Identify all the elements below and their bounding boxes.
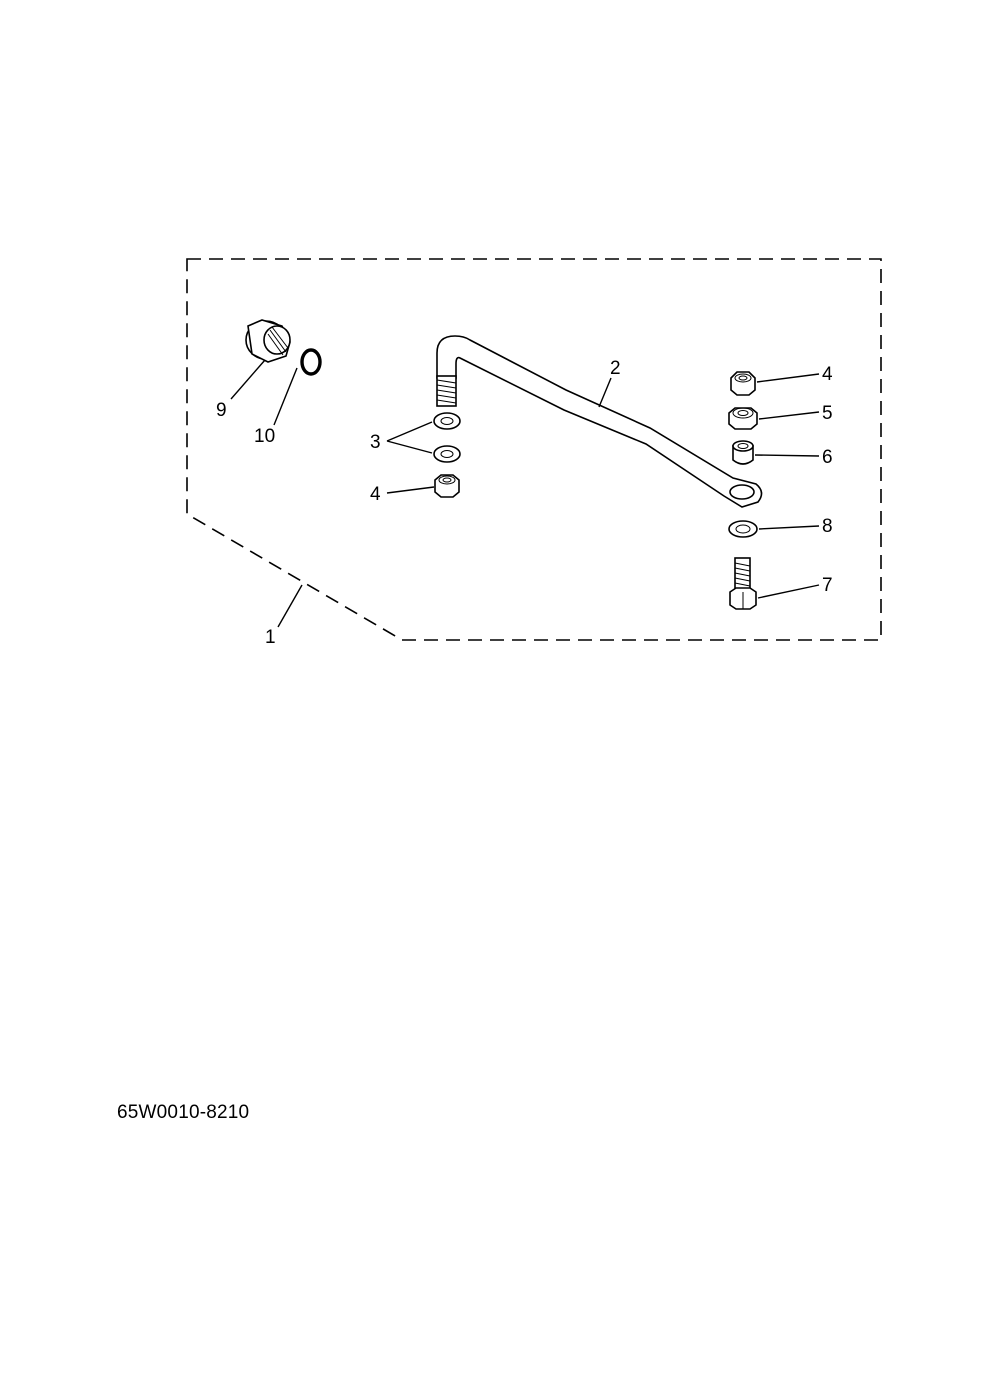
callout-1: 1 — [265, 627, 276, 648]
callout-10: 10 — [254, 426, 275, 447]
callout-9: 9 — [216, 400, 227, 421]
callout-6: 6 — [822, 447, 833, 468]
part-7-bolt — [729, 557, 757, 610]
part-3-washer — [433, 412, 461, 430]
part-3-washer — [433, 445, 461, 463]
leader-lines — [230, 359, 820, 628]
callout-3: 3 — [370, 432, 381, 453]
part-9-cap-nut — [245, 319, 291, 363]
part-2-steering-rod — [436, 335, 763, 508]
part-4-lock-nut — [730, 371, 756, 396]
part-6-collar — [732, 440, 754, 465]
callout-5: 5 — [822, 403, 833, 424]
callout-2: 2 — [610, 358, 621, 379]
kit-boundary — [186, 258, 882, 641]
callout-8: 8 — [822, 516, 833, 537]
part-10-o-ring — [300, 348, 322, 376]
part-8-washer — [728, 520, 758, 538]
callout-7: 7 — [822, 575, 833, 596]
part-5-nut — [728, 407, 758, 430]
callout-4a: 4 — [370, 484, 381, 505]
document-code: 65W0010-8210 — [117, 1102, 250, 1123]
part-4-lock-nut — [434, 474, 460, 498]
callout-4b: 4 — [822, 364, 833, 385]
